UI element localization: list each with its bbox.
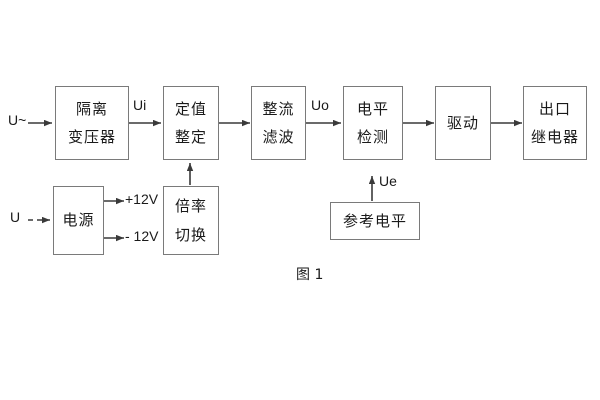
block-power-supply[interactable]: 电源 (53, 186, 104, 255)
block-setting-value-line1: 定值 (174, 99, 207, 118)
block-rectifier-filter-line1: 整流 (262, 99, 295, 118)
block-reference-level-line1: 参考电平 (342, 211, 407, 230)
block-output-relay-line2: 继电器 (530, 128, 579, 146)
block-isolation-transformer-line1: 隔离 (75, 99, 108, 118)
block-driver[interactable]: 驱动 (435, 86, 491, 160)
block-power-supply-line1: 电源 (62, 211, 95, 230)
block-isolation-transformer-line2: 变压器 (67, 128, 116, 146)
block-driver-line1: 驱动 (446, 113, 479, 132)
block-level-detection-line1: 电平 (356, 99, 389, 118)
block-multiplier-switch-line2: 切换 (174, 225, 207, 244)
block-output-relay-line1: 出口 (538, 99, 571, 118)
block-multiplier-switch-line1: 倍率 (174, 197, 207, 215)
block-level-detection-line2: 检测 (356, 128, 389, 146)
block-rectifier-filter[interactable]: 整流 滤波 (251, 86, 306, 160)
figure-caption: 图 1 (296, 267, 324, 283)
block-isolation-transformer[interactable]: 隔离 变压器 (55, 86, 129, 160)
block-level-detection[interactable]: 电平 检测 (343, 86, 403, 160)
block-multiplier-switch[interactable]: 倍率 切换 (163, 186, 219, 255)
label-input-ac: U~ (8, 112, 27, 128)
label-rail-positive: +12V (125, 191, 159, 207)
block-reference-level[interactable]: 参考电平 (330, 202, 420, 240)
label-rail-negative: - 12V (125, 228, 159, 244)
block-setting-value-line2: 整定 (174, 128, 207, 146)
label-ue: Ue (379, 173, 397, 189)
label-uo: Uo (311, 97, 329, 113)
block-output-relay[interactable]: 出口 继电器 (523, 86, 587, 160)
label-input-dc: U (10, 209, 21, 225)
block-setting-value[interactable]: 定值 整定 (163, 86, 219, 160)
block-rectifier-filter-line2: 滤波 (262, 128, 295, 146)
label-ui: Ui (133, 97, 147, 113)
